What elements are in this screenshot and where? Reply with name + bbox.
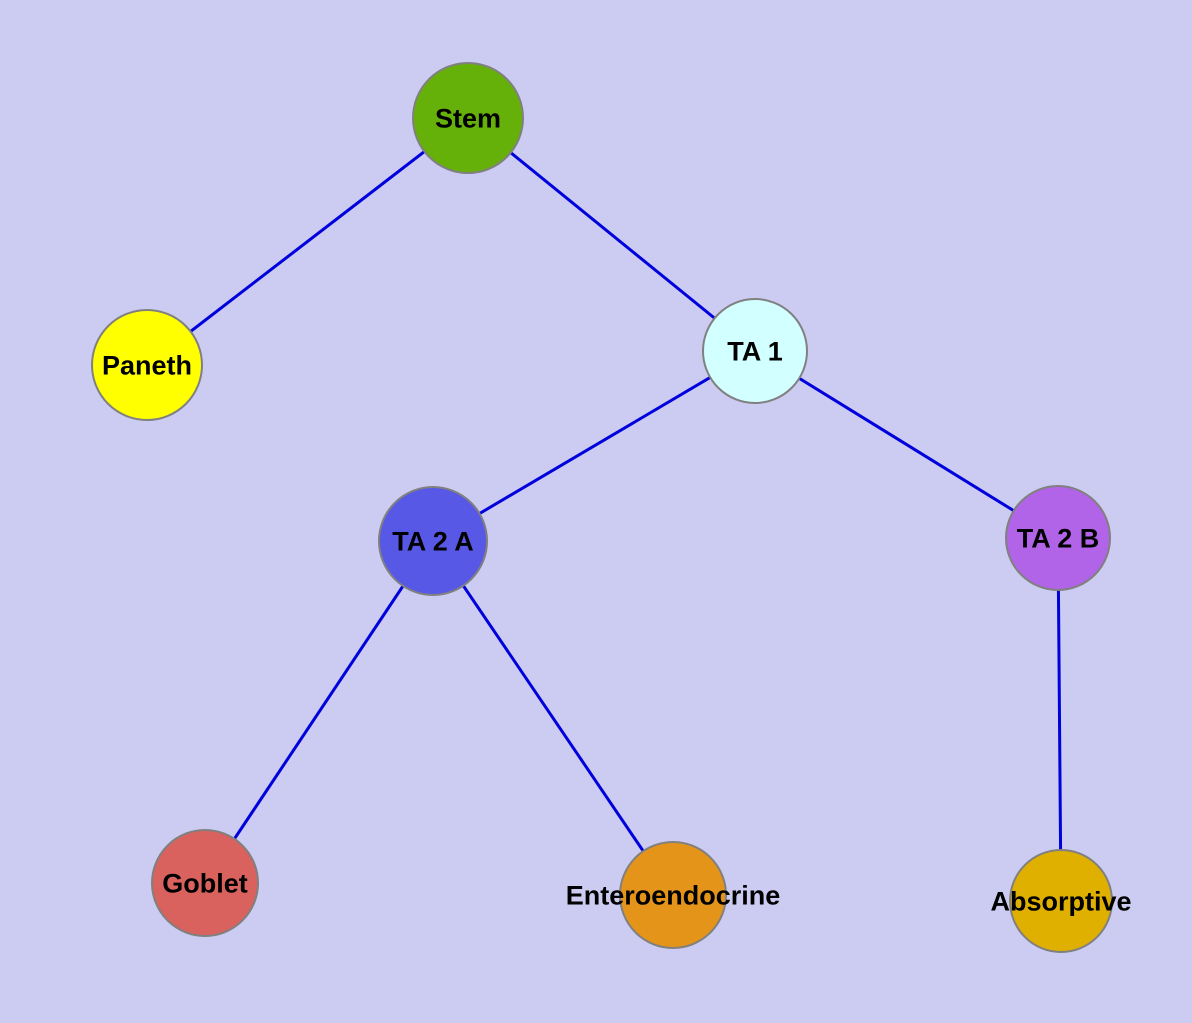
node-goblet[interactable] <box>151 829 259 937</box>
edge-ta1-ta2b <box>754 349 1059 540</box>
node-label-absorptive: Absorptive <box>990 886 1131 916</box>
edge-stem-ta1 <box>467 116 756 353</box>
node-label-ta2b: TA 2 B <box>1017 523 1100 553</box>
node-ta2a[interactable] <box>378 486 488 596</box>
edge-ta2a-enteroendocrine <box>431 540 675 896</box>
node-ta1[interactable] <box>702 298 808 404</box>
node-paneth[interactable] <box>91 309 203 421</box>
node-label-ta2a: TA 2 A <box>392 526 474 556</box>
node-label-paneth: Paneth <box>102 350 192 380</box>
node-label-stem: Stem <box>435 103 501 133</box>
edge-ta2b-absorptive <box>1056 537 1063 902</box>
edge-stem-paneth <box>146 116 469 367</box>
node-label-goblet: Goblet <box>162 868 248 898</box>
node-label-ta1: TA 1 <box>727 336 783 366</box>
edge-ta1-ta2a <box>432 349 756 543</box>
node-label-enteroendocrine: Enteroendocrine <box>566 880 781 910</box>
node-enteroendocrine[interactable] <box>619 841 727 949</box>
node-ta2b[interactable] <box>1005 485 1111 591</box>
node-absorptive[interactable] <box>1009 849 1113 953</box>
node-stem[interactable] <box>412 62 524 174</box>
edge-ta2a-goblet <box>203 540 435 884</box>
